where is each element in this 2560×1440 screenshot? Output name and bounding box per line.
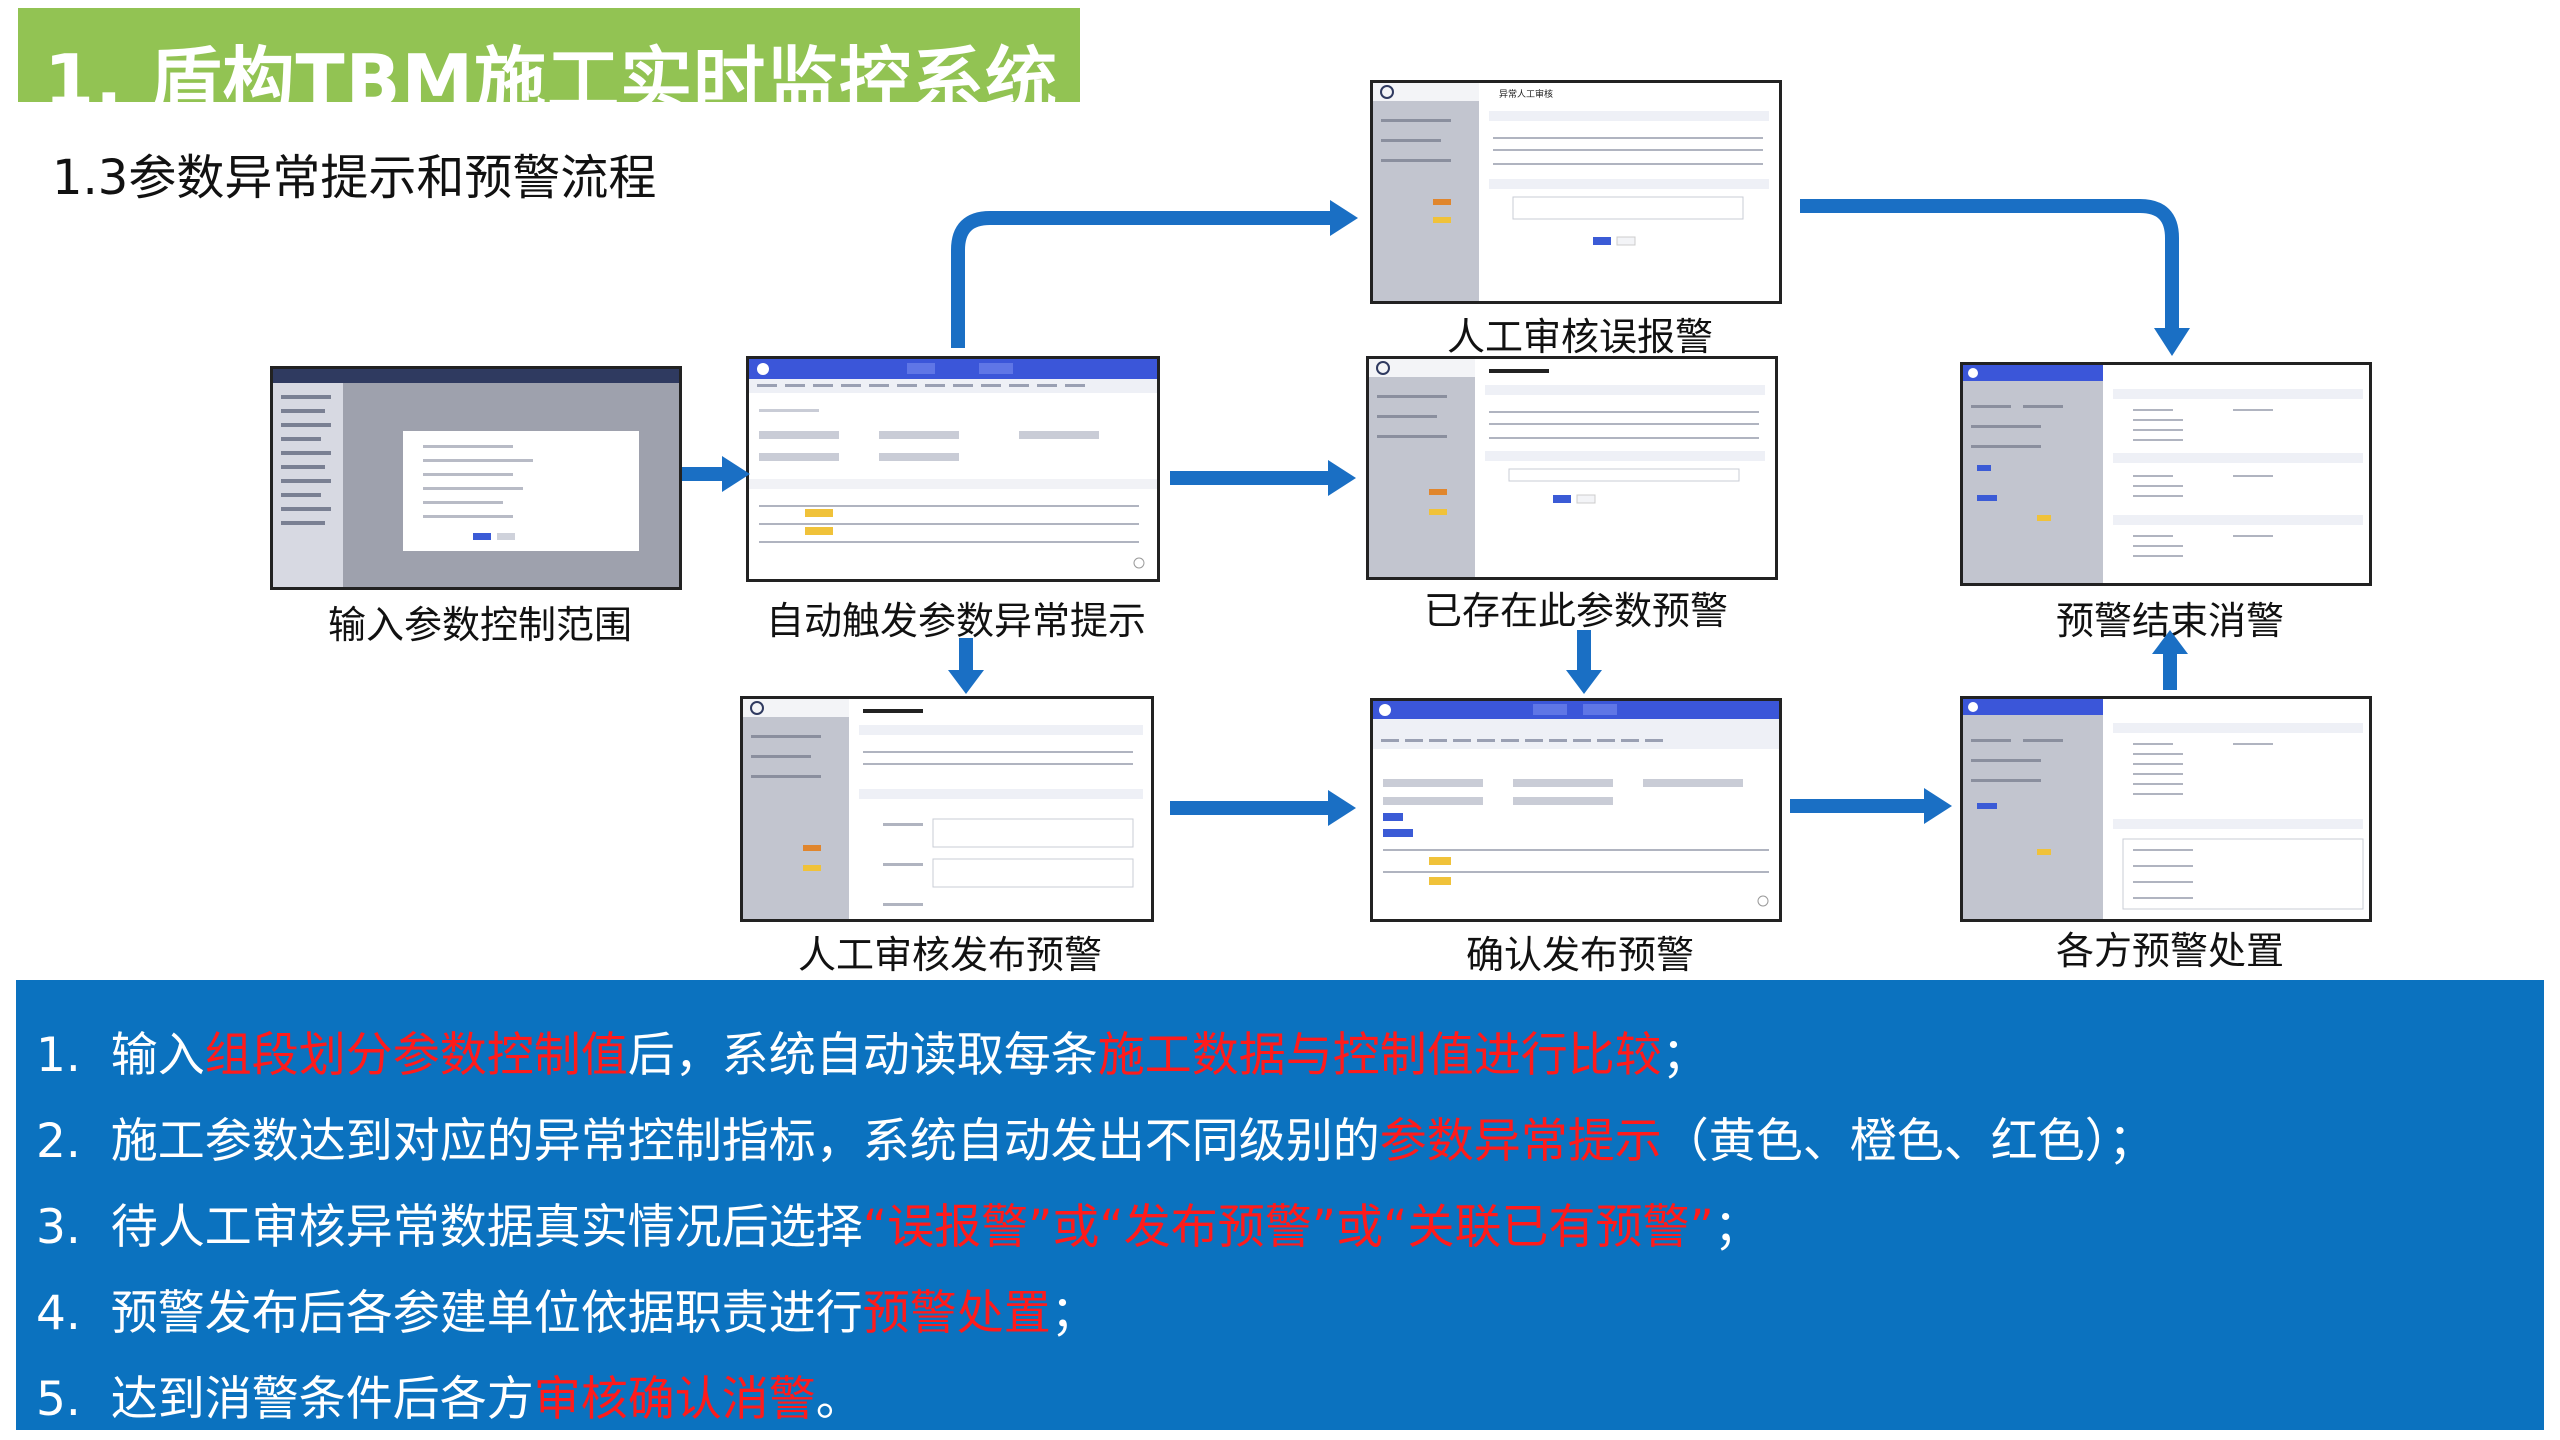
screenshot-confirm-publish bbox=[1370, 698, 1782, 922]
step-line-2: 2. 施工参数达到对应的异常控制指标，系统自动发出不同级别的参数异常提示（黄色、… bbox=[36, 1114, 2156, 1169]
caption-existing-alarm: 已存在此参数预警 bbox=[1423, 589, 1728, 633]
screenshot-auto-trigger bbox=[746, 356, 1160, 582]
caption-confirm-publish: 确认发布预警 bbox=[1465, 933, 1694, 977]
flow-arrows bbox=[682, 199, 2190, 826]
page-title: 1. 盾构TBM施工实时监控系统 bbox=[44, 39, 1059, 123]
screenshot-publish-review bbox=[740, 696, 1154, 922]
caption-publish-review: 人工审核发布预警 bbox=[797, 933, 1102, 977]
step-line-3: 3. 待人工审核异常数据真实情况后选择“误报警”或“发布预警”或“关联已有预警”… bbox=[36, 1200, 1761, 1255]
caption-auto-trigger: 自动触发参数异常提示 bbox=[765, 599, 1146, 643]
screenshot-existing-alarm bbox=[1366, 356, 1778, 580]
title-banner: 1. 盾构TBM施工实时监控系统 bbox=[18, 8, 1080, 123]
screenshot-parties-handle bbox=[1960, 696, 2372, 922]
caption-parties-handle: 各方预警处置 bbox=[2055, 929, 2284, 973]
step-line-4: 4. 预警发布后各参建单位依据职责进行预警处置； bbox=[36, 1286, 1098, 1341]
screenshot-alarm-close bbox=[1960, 362, 2372, 586]
dialog-title: 异常人工审核 bbox=[1499, 88, 1553, 100]
arrow-false-alarm-to-close bbox=[1800, 199, 2179, 330]
screenshot-false-alarm: 异常人工审核 bbox=[1370, 80, 1782, 304]
caption-input-range: 输入参数控制范围 bbox=[327, 603, 632, 647]
step-line-1: 1. 输入组段划分参数控制值后，系统自动读取每条施工数据与控制值进行比较； bbox=[36, 1028, 1709, 1083]
screenshot-input-range bbox=[270, 366, 682, 590]
caption-false-alarm: 人工审核误报警 bbox=[1446, 315, 1713, 359]
arrow-trigger-to-false-alarm bbox=[951, 211, 1332, 348]
step-line-5: 5. 达到消警条件后各方审核确认消警。 bbox=[36, 1372, 863, 1427]
section-subtitle: 1.3参数异常提示和预警流程 bbox=[52, 150, 657, 206]
steps-panel: 1. 输入组段划分参数控制值后，系统自动读取每条施工数据与控制值进行比较； 2.… bbox=[16, 980, 2544, 1430]
